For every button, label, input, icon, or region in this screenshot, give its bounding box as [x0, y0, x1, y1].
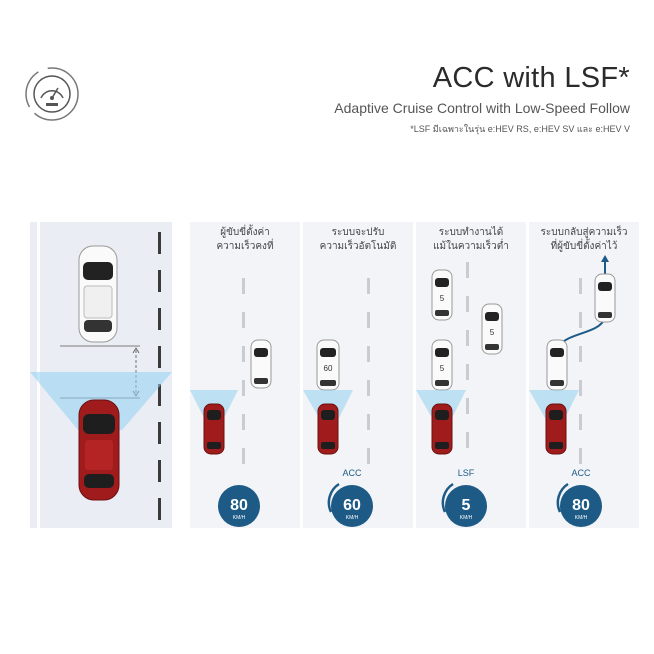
- lead-car-speed-label: 5: [440, 294, 445, 303]
- panel-caption-line2: ความเร็วอัตโนมัติ: [319, 241, 397, 252]
- speed-value: 80: [230, 497, 248, 514]
- scenario-panel-3: ระบบทำงานได้ แม้ในความเร็วต่ำ 5 5 5 LSF …: [416, 222, 526, 528]
- scenario-panel-4: ระบบกลับสู่ความเร็ว ที่ผู้ขับขี่ตั้งค่าไ…: [529, 222, 639, 528]
- speed-unit: KM/H: [460, 515, 473, 521]
- scenario-panel-1: ผู้ขับขี่ตั้งค่า ความเร็วคงที่ 80 KM/H: [190, 222, 300, 528]
- page-title: ACC with LSF*: [432, 62, 630, 94]
- footnote: *LSF มีเฉพาะในรุ่น e:HEV RS, e:HEV SV แล…: [410, 124, 630, 134]
- scenario-panel-2: ระบบจะปรับ ความเร็วอัตโนมัติ 60 ACC 60 K…: [303, 222, 413, 528]
- speed-value: 5: [462, 497, 471, 514]
- mode-label: LSF: [458, 468, 475, 478]
- panel-caption-line2: ที่ผู้ขับขี่ตั้งค่าไว้: [550, 241, 618, 252]
- panel-caption-line1: ระบบทำงานได้: [438, 227, 504, 238]
- road-illustration: [30, 222, 172, 528]
- panel-caption-line2: แม้ในความเร็วต่ำ: [433, 241, 509, 252]
- panel-caption-line1: ผู้ขับขี่ตั้งค่า: [220, 227, 270, 238]
- lead-car: [78, 245, 118, 343]
- panel-caption-line1: ระบบกลับสู่ความเร็ว: [540, 227, 628, 238]
- panel-caption-line2: ความเร็วคงที่: [216, 241, 274, 252]
- speed-unit: KM/H: [233, 515, 246, 521]
- speed-value: 80: [572, 497, 590, 514]
- mode-label: ACC: [342, 468, 362, 478]
- speed-unit: KM/H: [346, 515, 359, 521]
- page-subtitle: Adaptive Cruise Control with Low-Speed F…: [334, 100, 630, 116]
- lead-car-speed-label: 5: [440, 364, 445, 373]
- lead-car-speed-label: 60: [324, 364, 333, 373]
- panel-caption-line1: ระบบจะปรับ: [331, 227, 385, 238]
- speedometer-icon: [24, 66, 80, 122]
- speed-value: 60: [343, 497, 361, 514]
- speed-unit: KM/H: [575, 515, 588, 521]
- mode-label: ACC: [571, 468, 591, 478]
- lead-car-speed-label: 5: [490, 328, 495, 337]
